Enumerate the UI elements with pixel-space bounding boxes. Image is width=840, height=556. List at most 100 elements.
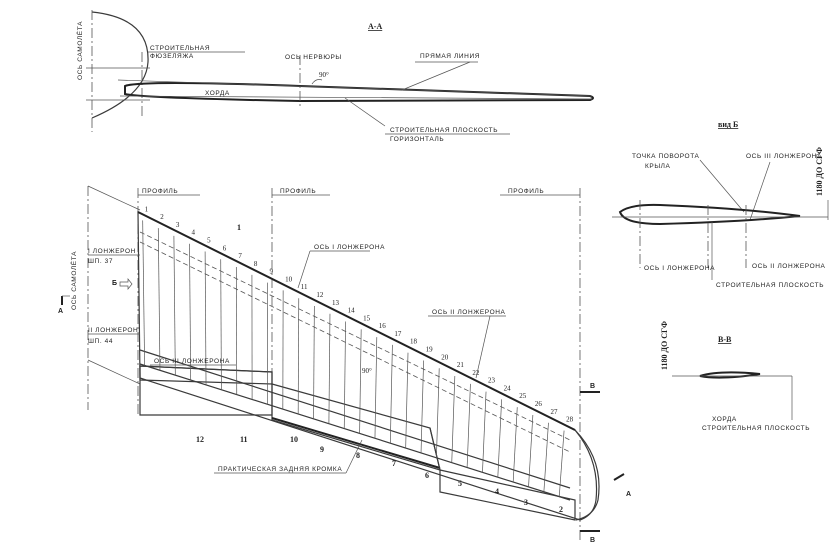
- part-number: 5: [458, 479, 462, 488]
- spar2-axis-label: ОСЬ II ЛОНЖЕРОНА: [432, 309, 506, 316]
- pivot-point-label-1: ТОЧКА ПОВОРОТА: [632, 153, 700, 160]
- rib-number: 6: [223, 244, 227, 252]
- part-number: 4: [495, 487, 499, 496]
- rib-number: 28: [566, 416, 574, 424]
- section-v-marker-top: В: [590, 383, 595, 390]
- wing-profile-vv: [699, 371, 761, 379]
- leader-construction: [344, 97, 386, 127]
- dimension-b: 1180 ДО СГФ: [815, 147, 824, 196]
- frame44-label: ШП. 44: [88, 338, 113, 345]
- rib-number: 5: [207, 236, 211, 244]
- trailing-edge-label: ПРАКТИЧЕСКАЯ ЗАДНЯЯ КРОМКА: [218, 466, 342, 473]
- rib-number: 16: [379, 322, 387, 330]
- rib-line: [328, 313, 331, 424]
- rib-axis-label: ОСЬ НЕРВЮРЫ: [285, 54, 342, 61]
- spar2-label: II ЛОНЖЕРОН: [88, 327, 138, 334]
- part-number: 10: [290, 435, 298, 444]
- aileron-panel: [439, 469, 576, 521]
- section-aa-view: А-А ОСЬ САМОЛЁТА СТРОИТЕЛЬНАЯ ФЮЗЕЛЯЖА О…: [76, 10, 594, 143]
- rib-line: [543, 422, 549, 492]
- rib-number: 12: [316, 291, 324, 299]
- rib-line: [512, 407, 518, 483]
- rib-line: [313, 305, 315, 419]
- spar3-axis-label-b: ОСЬ III ЛОНЖЕРОНА: [746, 153, 822, 160]
- view-b-arrow-icon: [119, 278, 133, 290]
- rib-number: 26: [535, 400, 543, 408]
- rib-line: [142, 220, 145, 366]
- section-a-marker-left: А: [58, 308, 63, 315]
- rib-number: 14: [348, 307, 356, 315]
- profile-label-1: ПРОФИЛЬ: [142, 188, 178, 195]
- dimension-vv: 1180 ДО СГФ: [660, 321, 669, 370]
- rib-number: 24: [504, 384, 512, 392]
- part-number: 6: [425, 471, 429, 480]
- rib-number: 9: [270, 268, 274, 276]
- rib-number: 7: [238, 252, 242, 260]
- angle-label-plan: 90°: [362, 367, 372, 375]
- part-number: 1: [237, 223, 241, 232]
- rib-number: 25: [519, 392, 527, 400]
- spar2-line: [139, 349, 571, 489]
- straight-line: [117, 79, 593, 97]
- view-b-title: вид Б: [718, 120, 738, 129]
- rib-number: 11: [301, 283, 308, 291]
- rib-line: [482, 391, 487, 473]
- rib-line: [220, 259, 222, 390]
- construction-plane-label-vv: СТРОИТЕЛЬНАЯ ПЛОСКОСТЬ: [702, 425, 810, 432]
- rib-number: 18: [410, 338, 418, 346]
- spar1-axis-label-b: ОСЬ I ЛОНЖЕРОНА: [644, 265, 715, 272]
- rib-number: 10: [285, 275, 293, 283]
- profile-label-2: ПРОФИЛЬ: [280, 188, 316, 195]
- section-a-tick-right: [613, 473, 625, 481]
- rib-lines: [142, 220, 565, 497]
- part-number: 12: [196, 435, 204, 444]
- rib-number: 1: [145, 205, 149, 213]
- profile-label-3: ПРОФИЛЬ: [508, 188, 544, 195]
- fuselage-contour: [91, 11, 149, 119]
- rib-line: [374, 337, 378, 439]
- aircraft-axis-label: ОСЬ САМОЛЁТА: [76, 21, 84, 80]
- rib-line: [558, 430, 565, 497]
- part-number: 7: [392, 459, 396, 468]
- section-vv-title: В-В: [718, 335, 732, 344]
- spar1-line: [139, 231, 571, 441]
- rib-number: 23: [488, 377, 496, 385]
- rib-line: [528, 414, 534, 487]
- fuselage-construction-label-1: СТРОИТЕЛЬНАЯ: [150, 45, 210, 52]
- wing-outline: [137, 211, 598, 521]
- spar3-line: [139, 363, 571, 501]
- chord-label-vv: ХОРДА: [712, 416, 737, 423]
- spar1-axis-label: ОСЬ I ЛОНЖЕРОНА: [314, 244, 385, 251]
- leader-trailing-edge: [345, 439, 363, 474]
- rib-line: [420, 360, 424, 453]
- rib-number: 19: [426, 345, 434, 353]
- rib-number: 27: [550, 408, 558, 416]
- fuselage-edge: [87, 185, 141, 211]
- rib-number: 15: [363, 314, 371, 322]
- horizontal-label: ГОРИЗОНТАЛЬ: [390, 136, 444, 143]
- rib-number: 13: [332, 299, 340, 307]
- chord-label: ХОРДА: [205, 90, 230, 97]
- rib-line: [436, 368, 440, 458]
- spar1-line-2: [139, 241, 571, 453]
- construction-plane-label-aa: СТРОИТЕЛЬНАЯ ПЛОСКОСТЬ: [390, 127, 498, 134]
- rib-number: 4: [192, 229, 196, 237]
- leader-pivot: [699, 159, 745, 213]
- angle-arc: [311, 79, 323, 85]
- part-number: 3: [524, 498, 528, 507]
- wing-profile-aa: [124, 82, 594, 103]
- section-aa-title: А-А: [368, 22, 382, 31]
- view-b: вид Б ТОЧКА ПОВОРОТА КРЫЛА ОСЬ III ЛОНЖЕ…: [612, 120, 829, 289]
- rib-line: [466, 383, 471, 468]
- panel-divider: [429, 427, 441, 471]
- rib-number: 20: [441, 353, 449, 361]
- rib-number: 21: [457, 361, 465, 369]
- frame37-label: ШП. 37: [88, 258, 113, 265]
- wing-plan-view: ОСЬ САМОЛЁТА ПРОФИЛЬ ПРОФИЛЬ ПРОФИЛЬ 1: [58, 185, 631, 544]
- rib-line: [405, 352, 409, 449]
- leader-spar2-axis: [475, 315, 491, 379]
- leading-edge: [137, 211, 576, 431]
- leader-spar1-axis: [297, 250, 311, 289]
- rib-number-labels: 1234567891011121314151617181920212223242…: [145, 205, 574, 423]
